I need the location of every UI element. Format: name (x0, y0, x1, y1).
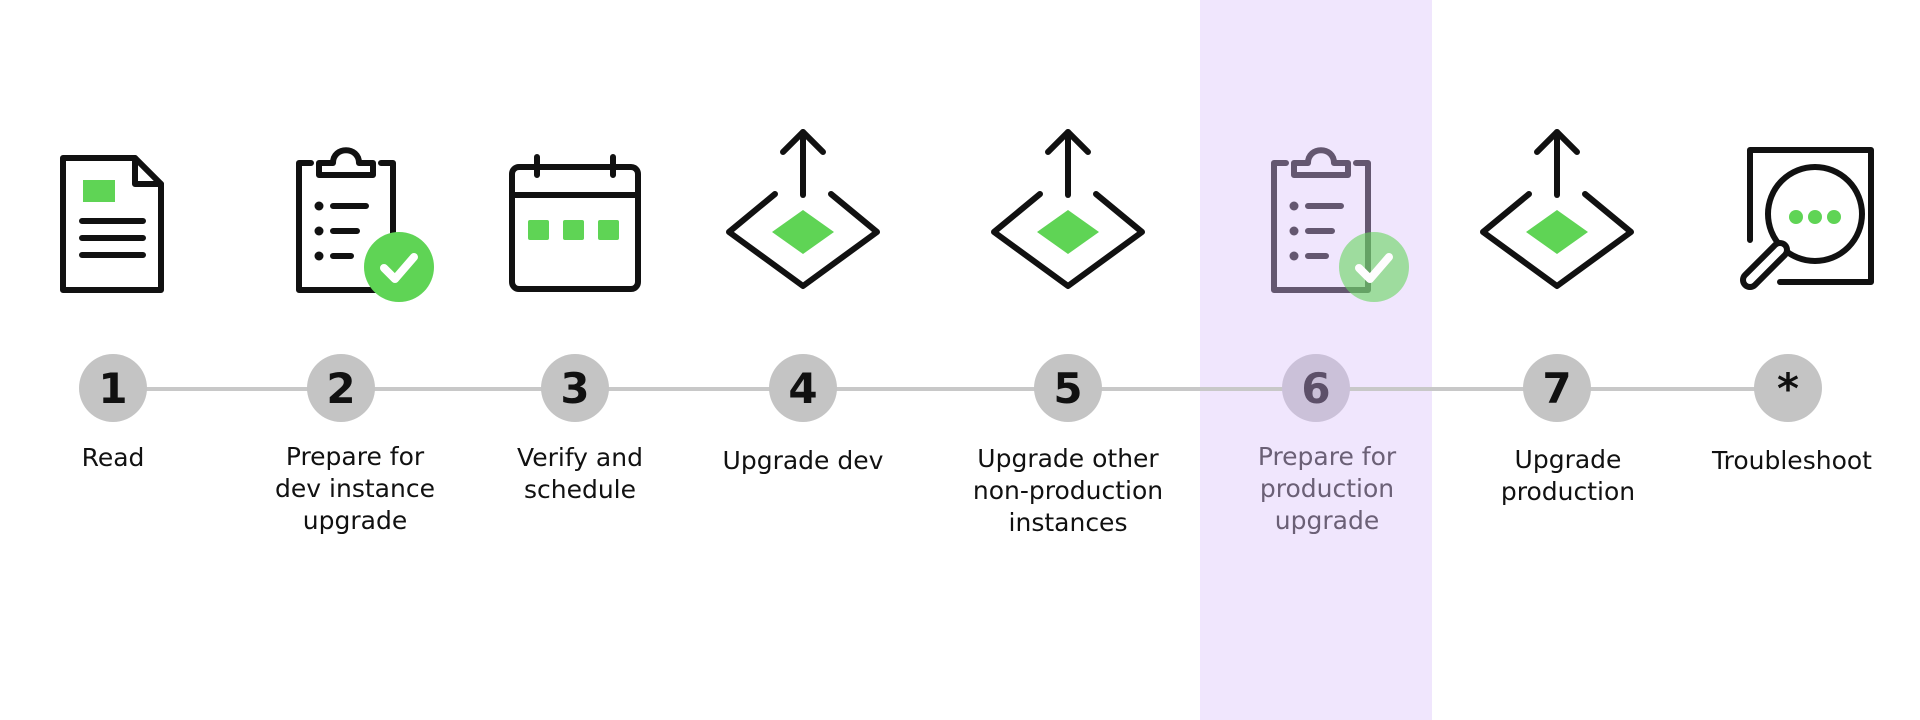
step-label: Prepare for dev instance upgrade (230, 441, 480, 537)
step-label: Prepare for production upgrade (1202, 441, 1452, 537)
step-label-line: Read (81, 443, 145, 472)
step-label: Verify and schedule (455, 442, 705, 506)
step-label-line: Upgrade dev (722, 446, 884, 475)
step-label-line: Upgrade other (977, 444, 1159, 473)
step-label-line: schedule (523, 475, 637, 504)
magnifier-search-icon (1688, 120, 1888, 320)
step-label: Upgrade production (1443, 444, 1693, 508)
step-label-line: Upgrade (1514, 445, 1622, 474)
step-label-line: production (1259, 474, 1395, 503)
upgrade-layer-icon (703, 120, 903, 320)
step-badge: 2 (307, 354, 375, 422)
step-label-line: production (1500, 477, 1636, 506)
step-label-line: upgrade (1274, 506, 1380, 535)
step-badge: 5 (1034, 354, 1102, 422)
step-badge: 6 (1282, 354, 1350, 422)
step-label-line: Prepare for (1257, 442, 1397, 471)
step-label-line: upgrade (302, 506, 408, 535)
step-badge: 4 (769, 354, 837, 422)
step-label-line: Troubleshoot (1712, 446, 1872, 475)
document-icon (13, 120, 213, 320)
step-label: Upgrade other non-production instances (943, 443, 1193, 539)
step-label-line: dev instance (275, 474, 435, 503)
step-connector-line (112, 387, 1788, 391)
step-label: Upgrade dev (678, 445, 928, 477)
upgrade-layer-icon (968, 120, 1168, 320)
upgrade-layer-icon (1457, 120, 1657, 320)
step-label-line: instances (1008, 508, 1128, 537)
step-badge: 1 (79, 354, 147, 422)
calendar-icon (475, 120, 675, 320)
step-badge: * (1754, 354, 1822, 422)
clipboard-check-icon (241, 120, 441, 320)
step-label-line: non-production (972, 476, 1164, 505)
step-label-line: Prepare for (285, 442, 425, 471)
step-label: Troubleshoot (1667, 445, 1917, 477)
step-label: Read (0, 442, 238, 474)
clipboard-check-icon (1216, 120, 1416, 320)
step-label-line: Verify and (517, 443, 643, 472)
step-badge: 7 (1523, 354, 1591, 422)
step-badge: 3 (541, 354, 609, 422)
